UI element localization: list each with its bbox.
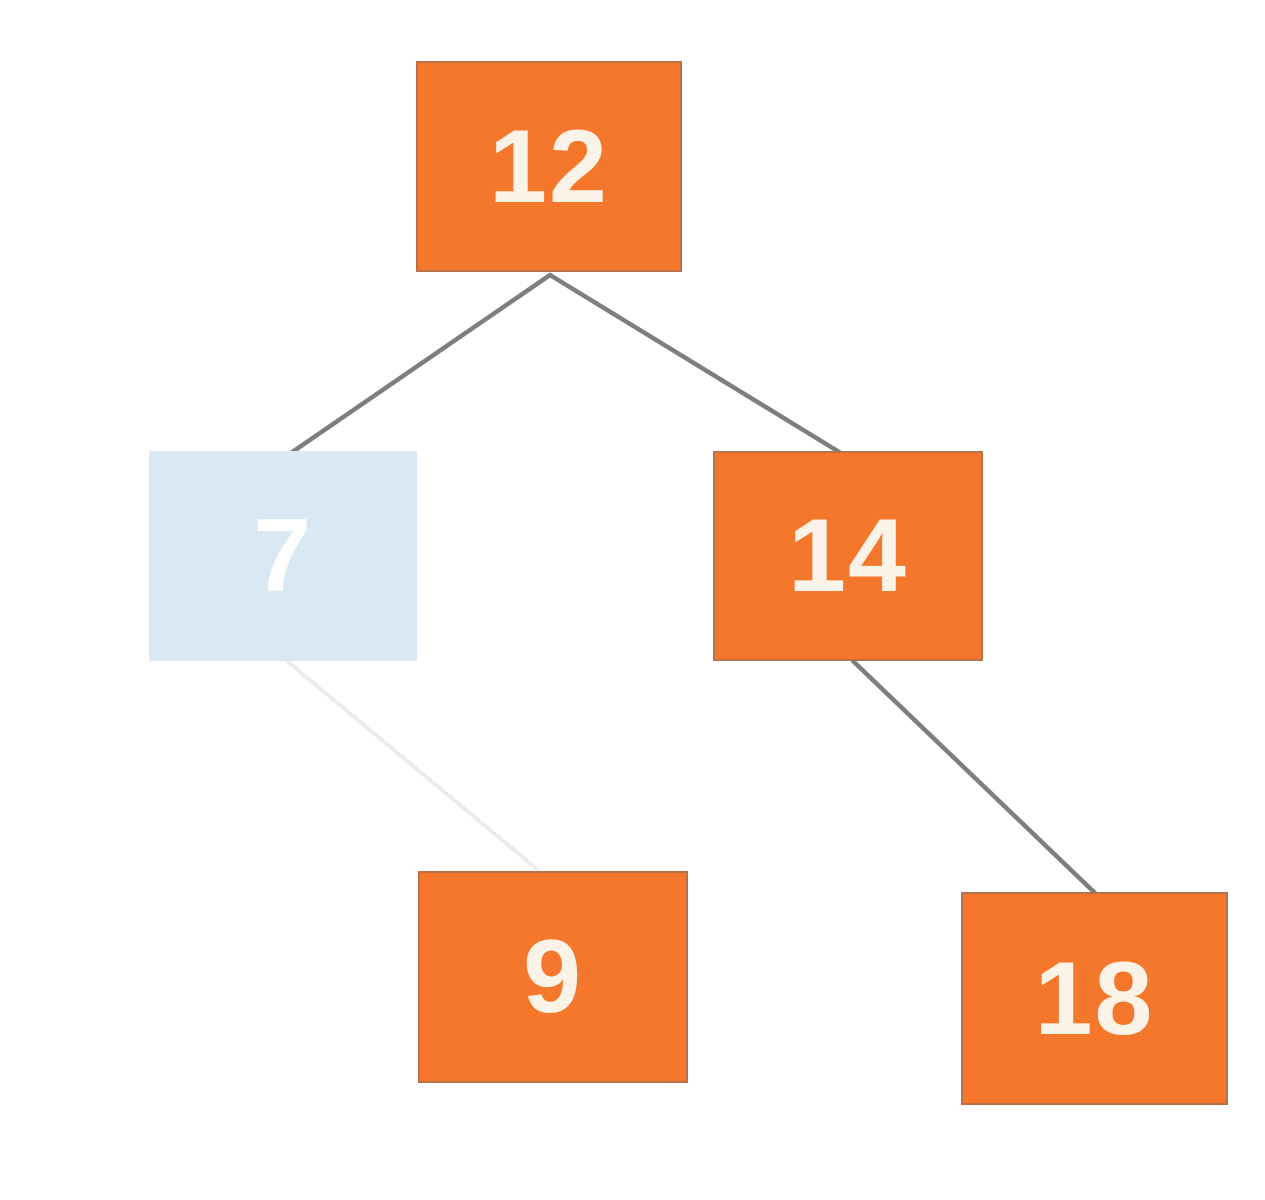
tree-node-9: 9 (418, 871, 688, 1083)
tree-node-18: 18 (961, 892, 1228, 1105)
tree-edge-root-left (285, 272, 553, 458)
node-value: 12 (489, 108, 609, 225)
node-value: 7 (253, 498, 313, 614)
tree-node-7: 7 (149, 451, 417, 661)
node-value: 9 (523, 919, 583, 1035)
tree-node-14: 14 (713, 451, 983, 661)
node-value: 14 (788, 498, 908, 614)
tree-edge-root-right (547, 272, 847, 458)
tree-edge-right-right-right (850, 658, 1099, 897)
tree-edge-left-left-right (285, 659, 539, 871)
tree-node-12: 12 (416, 61, 682, 272)
node-value: 18 (1034, 940, 1155, 1057)
